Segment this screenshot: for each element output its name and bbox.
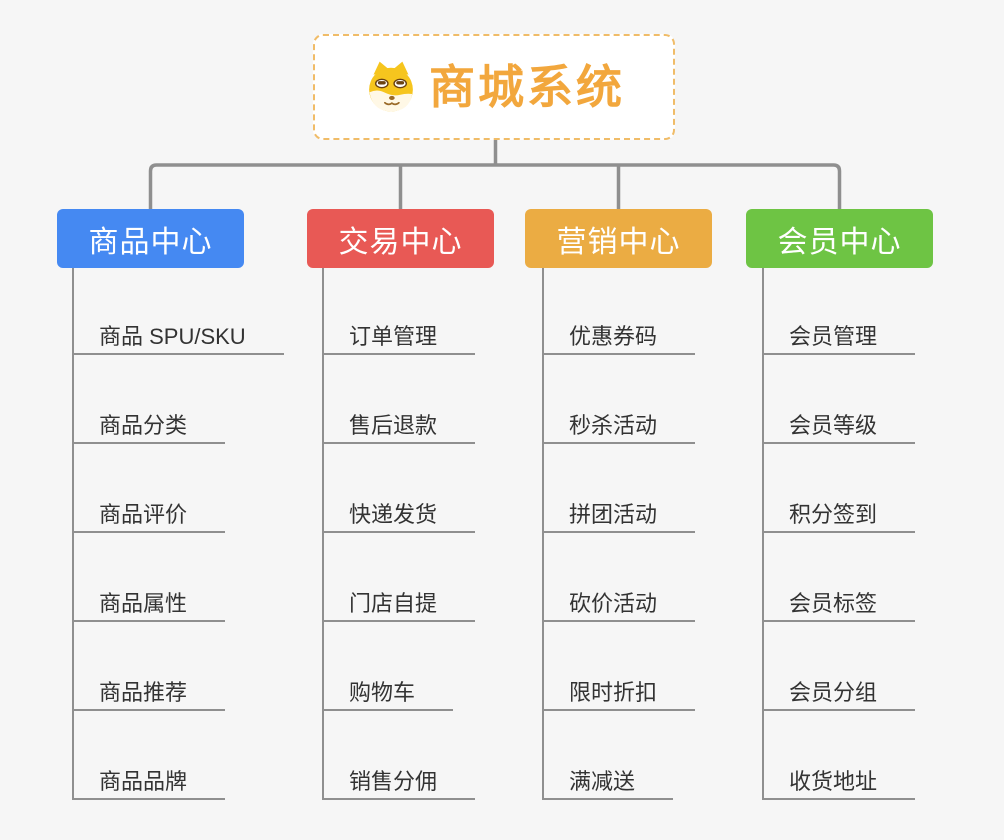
leaf-node[interactable]: 积分签到 — [762, 498, 916, 533]
connector-group — [148, 139, 842, 210]
root-title: 商城系统 — [429, 61, 625, 113]
leaf-node[interactable]: 订单管理 — [322, 320, 476, 355]
leaf-node[interactable]: 拼团活动 — [542, 498, 696, 533]
branch-trunk-line — [72, 268, 74, 800]
leaf-node[interactable]: 商品评价 — [72, 498, 226, 533]
leaf-node[interactable]: 满减送 — [542, 765, 674, 800]
leaf-node[interactable]: 会员等级 — [762, 409, 916, 444]
leaf-node[interactable]: 收货地址 — [762, 765, 916, 800]
leaf-node[interactable]: 会员管理 — [762, 320, 916, 355]
leaf-node[interactable]: 门店自提 — [322, 587, 476, 622]
branch-trunk-line — [762, 268, 764, 800]
branch-trunk-line — [542, 268, 544, 800]
leaf-node[interactable]: 商品分类 — [72, 409, 226, 444]
branch-node-trade-center[interactable]: 交易中心 — [307, 209, 494, 268]
branch-node-marketing-center[interactable]: 营销中心 — [525, 209, 712, 268]
leaf-node[interactable]: 优惠券码 — [542, 320, 696, 355]
leaf-node[interactable]: 砍价活动 — [542, 587, 696, 622]
leaf-node[interactable]: 售后退款 — [322, 409, 476, 444]
branch-node-member-center[interactable]: 会员中心 — [746, 209, 933, 268]
leaf-node[interactable]: 快递发货 — [322, 498, 476, 533]
leaf-node[interactable]: 销售分佣 — [322, 765, 476, 800]
leaf-node[interactable]: 商品属性 — [72, 587, 226, 622]
leaf-node[interactable]: 商品推荐 — [72, 676, 226, 711]
leaf-node[interactable]: 限时折扣 — [542, 676, 696, 711]
leaf-node[interactable]: 会员分组 — [762, 676, 916, 711]
leaf-node[interactable]: 商品 SPU/SKU — [72, 320, 284, 355]
leaf-node[interactable]: 商品品牌 — [72, 765, 226, 800]
leaf-node[interactable]: 会员标签 — [762, 587, 916, 622]
leaf-node[interactable]: 购物车 — [322, 676, 454, 711]
branch-trunk-line — [322, 268, 324, 800]
leaf-node[interactable]: 秒杀活动 — [542, 409, 696, 444]
doge-icon — [369, 61, 413, 112]
bus-line — [148, 163, 842, 210]
root-node[interactable]: 商城系统 — [313, 34, 675, 140]
branch-node-product-center[interactable]: 商品中心 — [57, 209, 244, 268]
